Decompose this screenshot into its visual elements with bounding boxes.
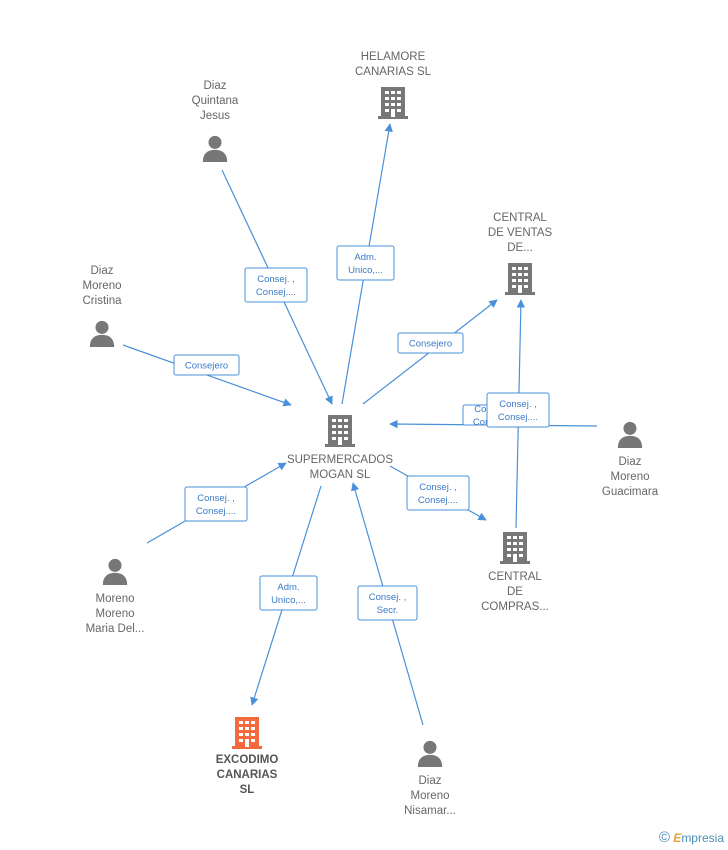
edge-label-text: Adm. bbox=[277, 582, 299, 593]
edge-label-center-to-central_compras[interactable]: Consej. , Consej.... bbox=[406, 475, 470, 511]
person-icon bbox=[202, 135, 228, 162]
edge-label-box bbox=[357, 585, 418, 621]
node-center[interactable]: SUPERMERCADOS MOGAN SL bbox=[287, 415, 393, 481]
node-label-line: Maria Del... bbox=[86, 623, 145, 635]
node-label-line: Moreno bbox=[96, 608, 135, 620]
edge-label-text: Consejero bbox=[409, 339, 452, 350]
brand-logo: © Empresia bbox=[659, 829, 724, 846]
edge-label-central_compras-to-central_ventas[interactable]: Consej. , Consej.... bbox=[486, 392, 550, 428]
edge-label-text: Unico,... bbox=[348, 265, 383, 276]
edge-label-center-to-helamore[interactable]: Adm. Unico,... bbox=[336, 245, 395, 281]
edge-label-box bbox=[406, 475, 470, 511]
building-icon bbox=[232, 717, 262, 749]
edge-label-box bbox=[173, 354, 240, 376]
node-label-line: Diaz bbox=[418, 775, 441, 787]
node-label-line: SL bbox=[240, 784, 255, 796]
nodes-layer: SUPERMERCADOS MOGAN SL HELAMORE CANARIAS SL… bbox=[83, 51, 659, 817]
edge-label-center-to-excodimo[interactable]: Adm. Unico,... bbox=[259, 575, 318, 611]
node-label-line: Cristina bbox=[83, 295, 123, 307]
building-icon bbox=[505, 263, 535, 295]
edge-label-text: Unico,... bbox=[271, 595, 306, 606]
node-label-line: Quintana bbox=[192, 95, 239, 107]
node-label-line: DE bbox=[507, 586, 523, 598]
node-label-line: Moreno bbox=[411, 790, 450, 802]
node-label-line: Moreno bbox=[83, 280, 122, 292]
node-label-line: Moreno bbox=[96, 593, 135, 605]
node-label-line: Jesus bbox=[200, 110, 230, 122]
edge-label-box bbox=[336, 245, 395, 281]
building-icon bbox=[500, 532, 530, 564]
node-central_ventas[interactable]: CENTRAL DE VENTAS DE... bbox=[488, 212, 553, 295]
node-label-line: DE VENTAS bbox=[488, 227, 553, 239]
edge-label-text: Consej. , bbox=[257, 274, 295, 285]
person-icon bbox=[102, 558, 128, 585]
edge-label-text: Secr. bbox=[377, 605, 399, 616]
building-icon bbox=[378, 87, 408, 119]
person-icon bbox=[617, 421, 643, 448]
node-label-line: CENTRAL bbox=[488, 571, 542, 583]
building-icon bbox=[325, 415, 355, 447]
node-label-line: CENTRAL bbox=[493, 212, 547, 224]
node-label-line: CANARIAS bbox=[217, 769, 278, 781]
brand-initial: E bbox=[673, 831, 682, 845]
node-label-line: CANARIAS SL bbox=[355, 66, 432, 78]
edge-label-center-to-central_ventas[interactable]: Consejero bbox=[397, 332, 464, 354]
brand-name: mpresia bbox=[681, 831, 724, 845]
node-label-line: HELAMORE bbox=[361, 51, 426, 63]
edge-label-moreno_maria-to-center[interactable]: Consej. , Consej.... bbox=[184, 486, 248, 522]
node-label-line: EXCODIMO bbox=[216, 754, 279, 766]
edge-label-text: Consej. , bbox=[419, 482, 457, 493]
node-label-line: Nisamar... bbox=[404, 805, 456, 817]
edge-label-text: Consej. , bbox=[499, 399, 537, 410]
edge-label-box bbox=[486, 392, 550, 428]
edge-label-text: Consej. , bbox=[369, 592, 407, 603]
edge-label-box bbox=[244, 267, 308, 303]
node-label-line: DE... bbox=[507, 242, 533, 254]
edge-labels-layer: Consej. , Consej.... Consej. , Consej.... Ad… bbox=[173, 245, 550, 621]
edge-label-text: Consej.... bbox=[498, 412, 538, 423]
edge-label-text: Adm. bbox=[354, 252, 376, 263]
node-label-line: Moreno bbox=[611, 471, 650, 483]
edge-label-diaz_quintana-to-center[interactable]: Consej. , Consej.... bbox=[244, 267, 308, 303]
node-helamore[interactable]: HELAMORE CANARIAS SL bbox=[355, 51, 432, 119]
edge-label-diaz_nisamar-to-center[interactable]: Consej. , Secr. bbox=[357, 585, 418, 621]
edge-label-box bbox=[184, 486, 248, 522]
node-label-line: Diaz bbox=[90, 265, 113, 277]
edge-label-box bbox=[259, 575, 318, 611]
node-diaz_nisamar[interactable]: DiazMorenoNisamar... bbox=[404, 740, 456, 817]
copyright-icon: © bbox=[658, 829, 670, 846]
edge-label-text: Consej.... bbox=[418, 495, 458, 506]
edge-label-text: Consej. , bbox=[197, 493, 235, 504]
node-label-line: Diaz bbox=[203, 80, 226, 92]
edge-label-box bbox=[397, 332, 464, 354]
node-excodimo[interactable]: EXCODIMO CANARIAS SL bbox=[216, 717, 279, 796]
edge-label-text: Consej.... bbox=[196, 506, 236, 517]
edge-label-diaz_cristina-to-center[interactable]: Consejero bbox=[173, 354, 240, 376]
node-label-line: MOGAN SL bbox=[310, 469, 371, 481]
node-central_compras[interactable]: CENTRAL DE COMPRAS... bbox=[481, 532, 549, 613]
edge-label-text: Consej.... bbox=[256, 287, 296, 298]
node-label-line: COMPRAS... bbox=[481, 601, 549, 613]
node-label-line: Guacimara bbox=[602, 486, 659, 498]
person-icon bbox=[89, 320, 115, 347]
person-icon bbox=[417, 740, 443, 767]
edge-label-text: Consejero bbox=[185, 361, 228, 372]
node-label-line: Diaz bbox=[618, 456, 641, 468]
node-label-line: SUPERMERCADOS bbox=[287, 454, 393, 466]
